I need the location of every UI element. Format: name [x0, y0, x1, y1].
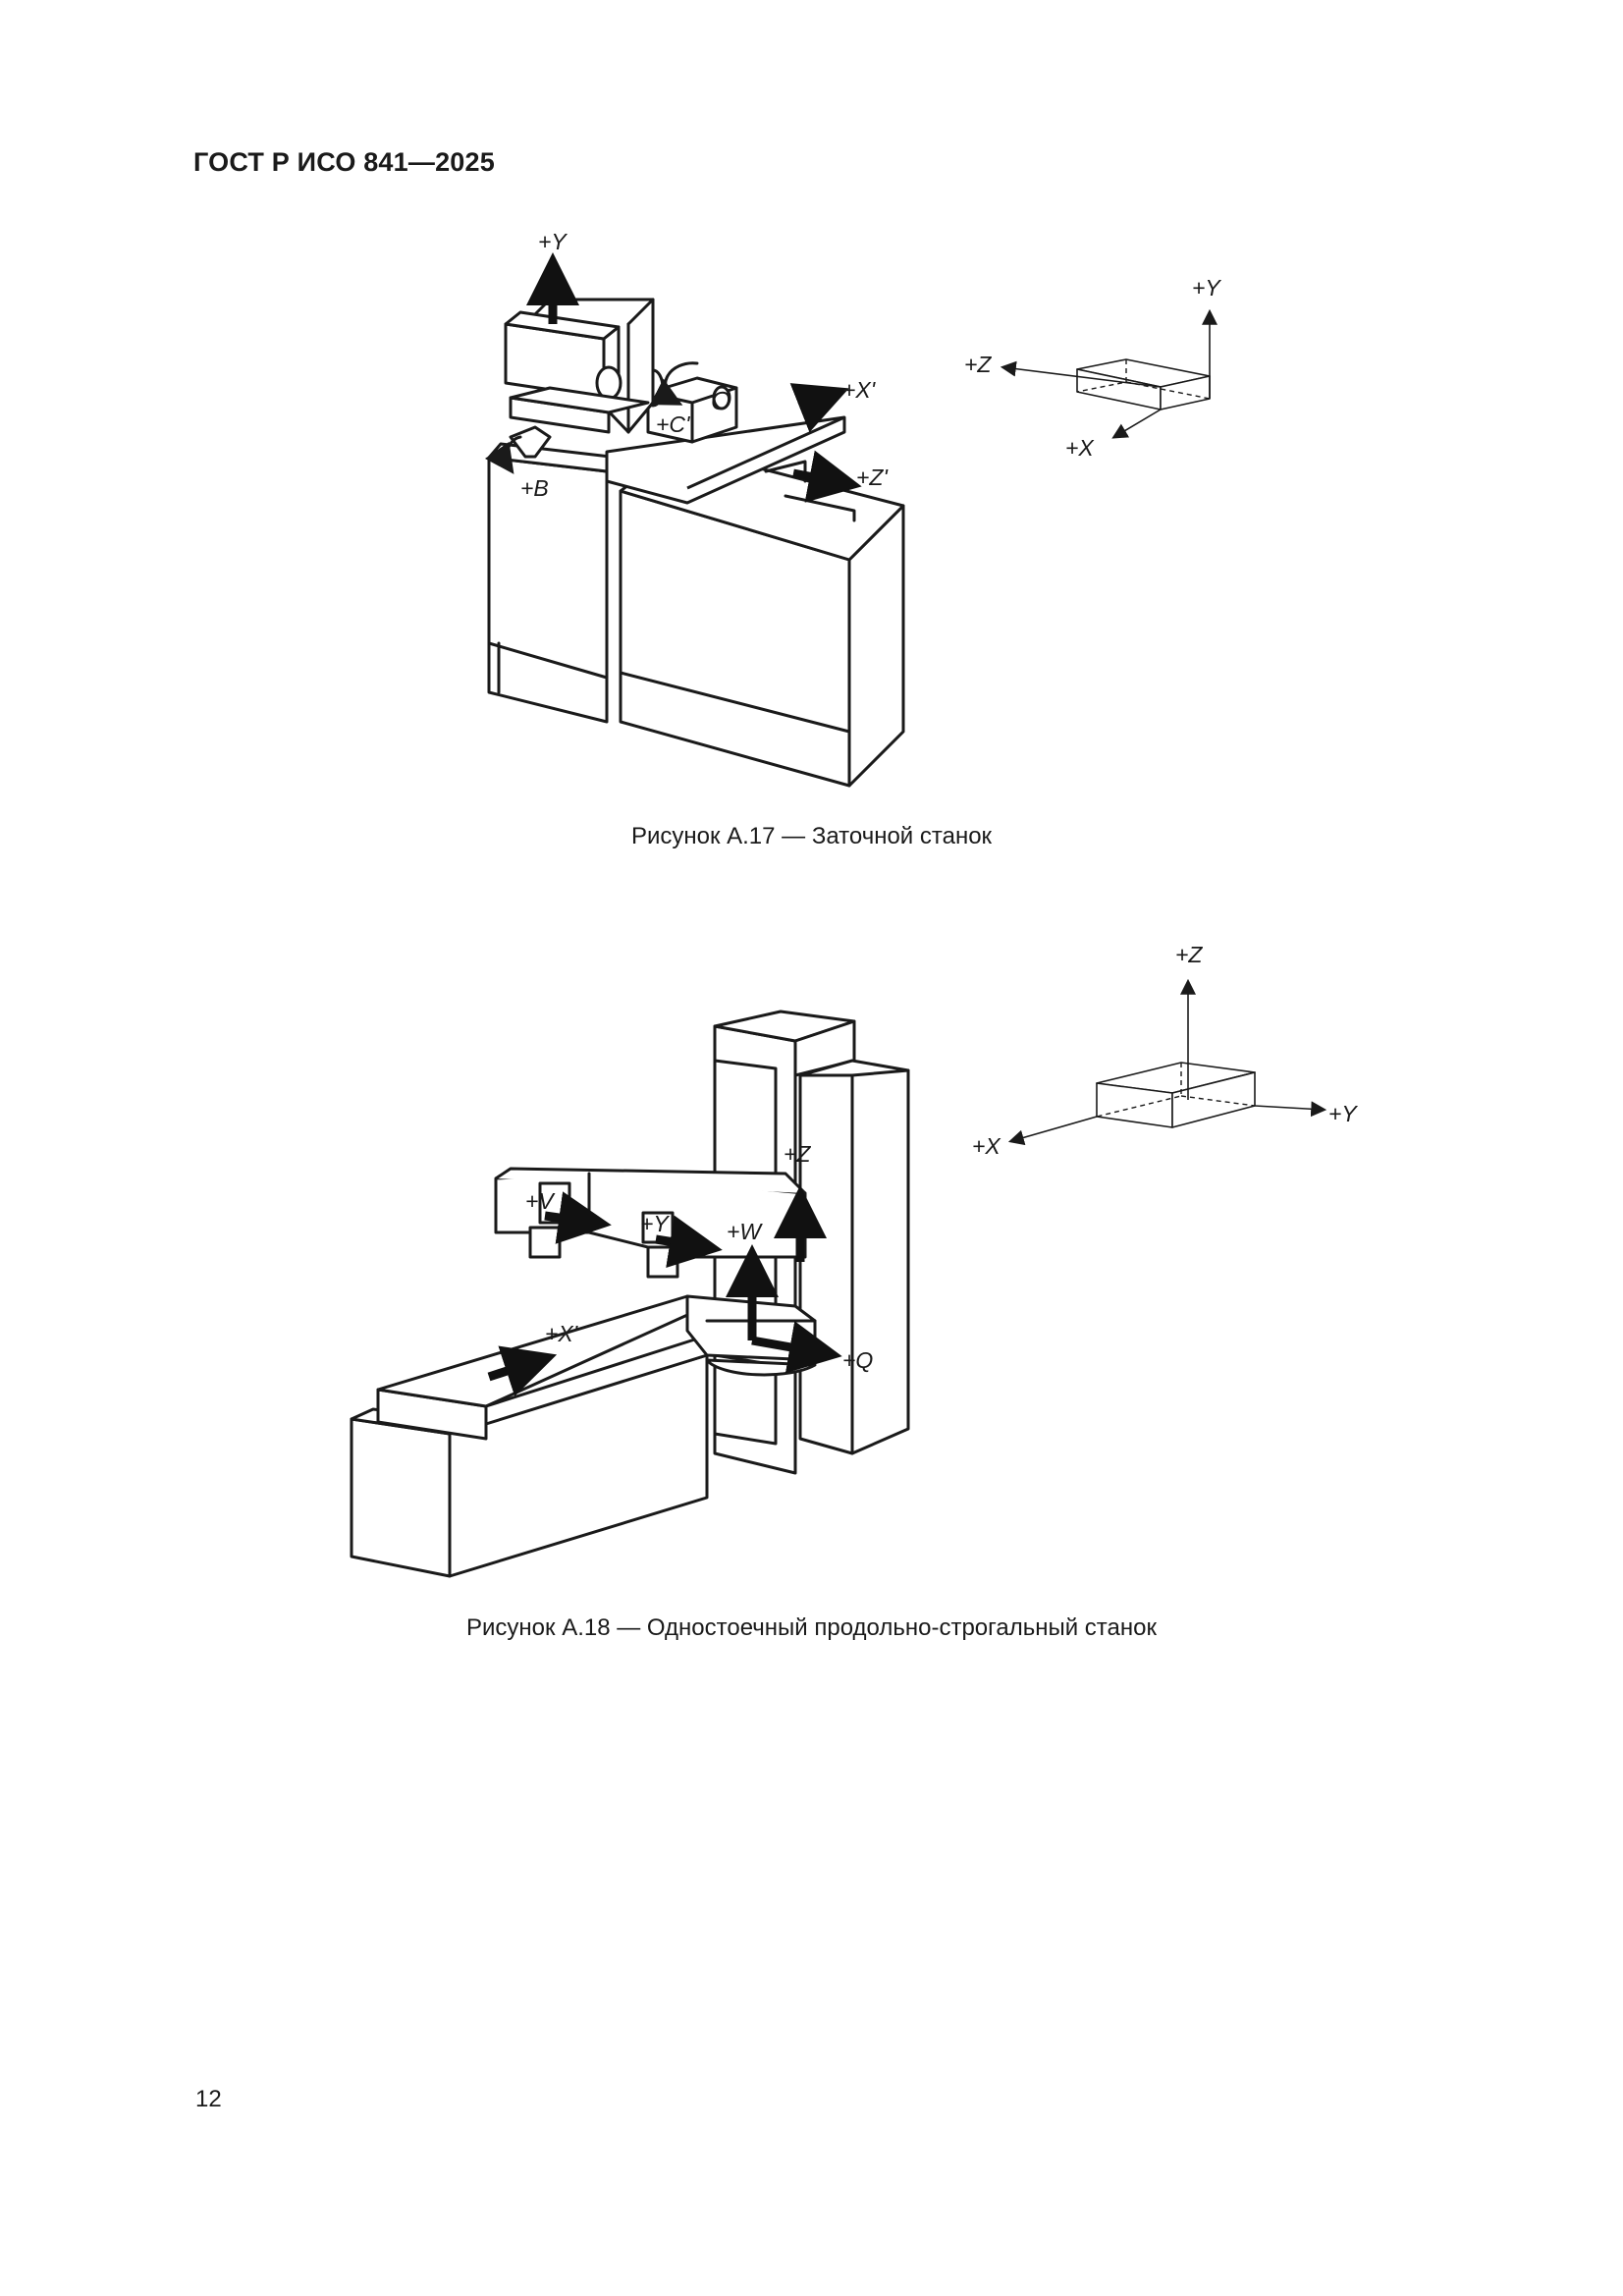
axis-label-x-a18: +X — [972, 1133, 1001, 1159]
axis-label-y: +Y — [1192, 275, 1221, 301]
b-arrow — [484, 435, 522, 474]
figure-a17-caption: Рисунок А.17 — Заточной станок — [630, 823, 993, 849]
c-prime-arrow — [649, 361, 699, 406]
v-arrow — [544, 1191, 612, 1244]
label-z: +Z — [784, 1141, 811, 1167]
motion-arrows-a18 — [487, 1185, 842, 1396]
label-b: +B — [520, 475, 549, 501]
document-header: ГОСТ Р ИСО 841—2025 — [193, 147, 495, 177]
label-q: +Q — [842, 1347, 873, 1373]
label-w: +W — [727, 1219, 763, 1244]
planing-machine — [350, 1010, 910, 1578]
motion-arrows — [484, 252, 862, 503]
axis-label-x: +X — [1065, 435, 1095, 461]
x-prime-arrow-a18 — [487, 1345, 558, 1396]
y-arrow-a18 — [655, 1215, 723, 1268]
label-z-prime: +Z' — [856, 465, 889, 490]
label-y-a18: +Y — [640, 1211, 670, 1236]
axis-label-z-a18: +Z — [1175, 942, 1203, 967]
label-x-prime-a18: +X' — [545, 1321, 579, 1346]
coordinate-system-a17: +Y +Z +X — [964, 275, 1221, 461]
grinding-machine — [487, 298, 905, 788]
axis-label-y-a18: +Y — [1328, 1101, 1358, 1126]
coordinate-system-a18: +Z +Y +X — [972, 942, 1358, 1159]
label-v: +V — [525, 1188, 556, 1214]
z-prime-arrow — [792, 450, 862, 503]
figure-a18-caption: Рисунок А.18 — Одностоечный продольно-ст… — [466, 1614, 1157, 1641]
label-o: O — [711, 386, 730, 415]
label-c-prime: +C' — [656, 411, 691, 437]
q-arrow — [751, 1321, 842, 1374]
figure-a17-drawing: +Y +X' +C' +Z' +B O +Y +Z +X — [484, 229, 1221, 788]
label-x-prime: +X' — [842, 377, 877, 403]
page-number: 12 — [195, 2086, 222, 2112]
axis-label-z: +Z — [964, 352, 992, 377]
x-prime-arrow — [789, 383, 849, 433]
figure-a18-drawing: +Z +V +Y +W +X' +Q +Z +Y +X — [350, 942, 1358, 1578]
label-y: +Y — [538, 229, 568, 254]
